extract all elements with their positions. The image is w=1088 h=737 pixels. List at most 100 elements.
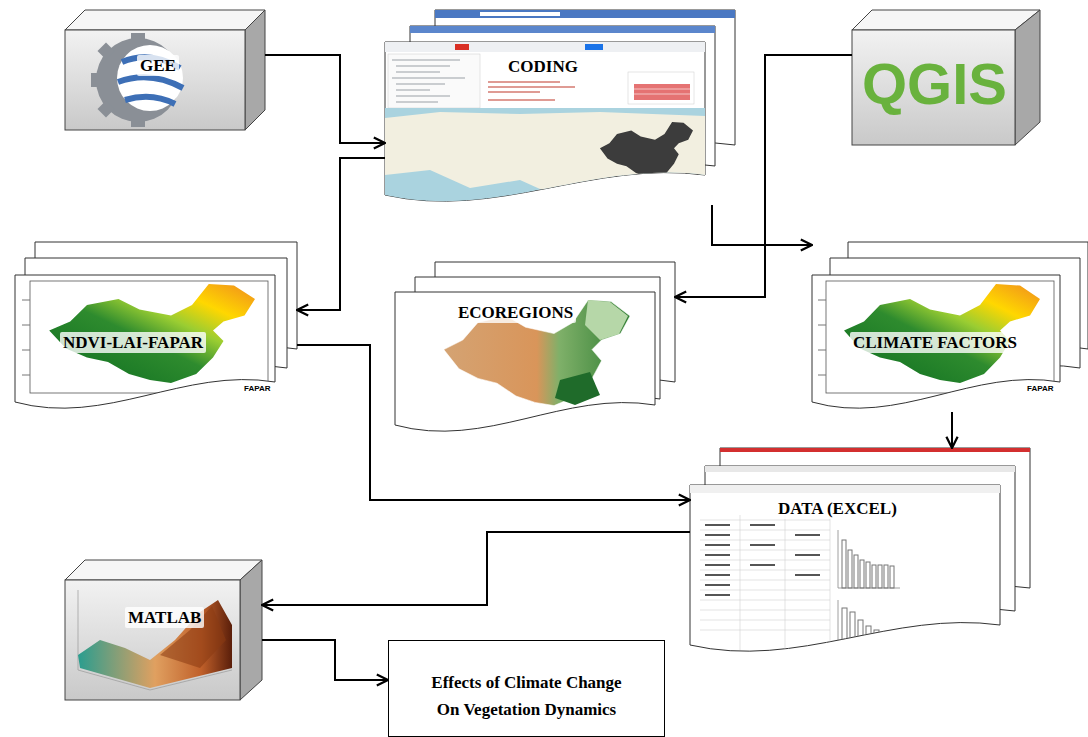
drawing-part <box>396 89 430 90</box>
drawing-part <box>750 544 775 546</box>
drawing-part <box>396 65 450 66</box>
drawing-part <box>795 554 820 556</box>
cube-side <box>240 560 262 700</box>
drawing-part <box>930 628 935 640</box>
globe <box>117 45 183 111</box>
qgis-cube: QGIS <box>852 10 1040 145</box>
console-panel <box>628 72 694 104</box>
spreadsheet-sheets: DATA (EXCEL) <box>690 448 1030 655</box>
drawing-part <box>91 73 101 87</box>
drawing-part <box>488 91 540 92</box>
drawing-part <box>488 86 575 87</box>
china-region <box>600 122 693 178</box>
map-frame <box>826 281 1054 393</box>
drawing-part <box>818 300 826 301</box>
drawing-part <box>396 95 450 96</box>
gee-cube: GEE <box>65 10 265 130</box>
drawing-part <box>98 43 115 60</box>
china-climate <box>844 284 1040 383</box>
cube-top <box>852 10 1040 30</box>
drawing-part <box>842 608 847 640</box>
drawing-part <box>795 574 820 576</box>
map-ticks <box>818 300 826 375</box>
drawing-part <box>842 608 935 640</box>
eco-zone <box>555 372 600 405</box>
drawing-part <box>890 633 895 640</box>
drawing-part <box>392 59 460 60</box>
node-label: NDVI-LAI-FAPAR <box>60 332 206 353</box>
drawing-part <box>705 524 730 526</box>
drawing-part <box>858 620 863 640</box>
drawing-part <box>705 574 730 576</box>
script-list <box>392 60 465 102</box>
plot-axes <box>78 590 232 690</box>
coding-sheets: CODING <box>385 10 735 205</box>
cube-front <box>852 30 1015 145</box>
drawing-part <box>118 77 183 88</box>
drawing-part <box>705 554 730 556</box>
label-holder: FAPAR <box>243 384 272 393</box>
drawing-part <box>878 565 882 588</box>
browser-bar <box>435 10 735 18</box>
drawing-part <box>705 534 730 536</box>
drawing-part <box>700 570 830 571</box>
map-ticks <box>22 300 30 375</box>
search-field <box>480 12 560 16</box>
label-holder: FAPAR <box>1026 384 1055 393</box>
eco-map <box>444 300 630 406</box>
result-box: Effects of Climate Change On Vegetation … <box>388 640 665 737</box>
sheet <box>15 275 275 408</box>
cube-front <box>65 580 240 700</box>
flow-arrow <box>262 640 388 680</box>
data-sheets <box>690 448 1030 651</box>
browser-bar <box>410 26 715 33</box>
sheet <box>812 275 1060 408</box>
sheet <box>395 292 655 431</box>
drawing-part <box>850 612 855 640</box>
drawing-part <box>700 630 830 631</box>
drawing-part <box>866 626 871 640</box>
drawing-part <box>22 325 30 326</box>
drawing-part <box>705 594 730 596</box>
drawing-part <box>634 94 690 95</box>
cube-side <box>245 10 265 130</box>
drawing-part <box>838 640 945 641</box>
drawing-part <box>860 560 864 588</box>
surface <box>78 600 232 688</box>
flow-arrow <box>712 205 812 245</box>
ndvi-sheets <box>15 242 297 408</box>
drawing-part <box>22 300 30 301</box>
node-label: CLIMATE FACTORS <box>850 332 1020 353</box>
drawing-part <box>898 634 903 640</box>
drawing-part <box>396 101 438 102</box>
drawing-part <box>854 555 858 588</box>
drawing-part <box>866 562 870 588</box>
drawing-part <box>700 550 830 551</box>
drawing-part <box>98 101 115 118</box>
climate-sheets <box>812 242 1088 408</box>
matlab-cube: MATLAB <box>65 560 262 700</box>
china-ndvi <box>49 284 255 383</box>
gee-logo <box>91 33 183 127</box>
map-legend-title: FAPAR <box>243 384 272 393</box>
drawing-part <box>700 560 830 561</box>
map-sea <box>385 108 705 208</box>
drawing-part <box>842 540 894 588</box>
console-chart <box>634 84 690 100</box>
drawing-part <box>396 71 440 72</box>
drawing-part <box>700 610 830 611</box>
drawing-part <box>78 590 79 670</box>
cube-front <box>65 30 245 130</box>
toolbar-button <box>455 44 469 50</box>
flow-arrow <box>297 158 385 310</box>
window-bar <box>720 448 1030 452</box>
drawing-part <box>842 540 846 588</box>
flow-arrow <box>262 532 690 605</box>
drawing-part <box>131 33 145 43</box>
drawing-part <box>848 550 852 588</box>
bar-chart <box>838 530 900 588</box>
bar-chart <box>838 600 945 640</box>
spreadsheet <box>690 485 1000 650</box>
flow-arrow <box>265 55 385 143</box>
